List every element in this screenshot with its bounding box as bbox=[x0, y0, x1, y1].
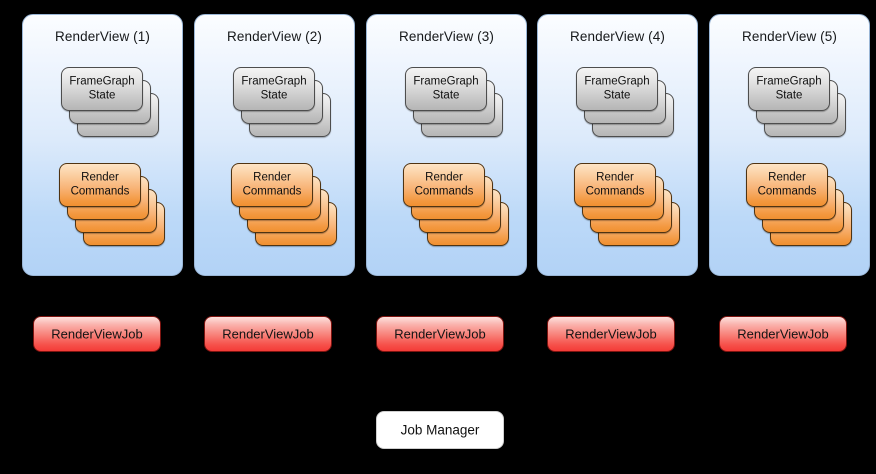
render-commands-card[interactable]: Render Commands bbox=[574, 163, 656, 207]
renderviewjob-button-4[interactable]: RenderViewJob bbox=[547, 316, 675, 352]
framegraph-state-stack[interactable]: FrameGraph State bbox=[61, 67, 171, 147]
render-commands-card[interactable]: Render Commands bbox=[746, 163, 828, 207]
renderview-panel-title: RenderView (1) bbox=[55, 29, 150, 44]
renderviewjob-label: RenderViewJob bbox=[737, 326, 829, 342]
render-commands-card[interactable]: Render Commands bbox=[403, 163, 485, 207]
renderview-panel-4[interactable]: RenderView (4) FrameGraph State Render C… bbox=[537, 14, 698, 276]
framegraph-state-label: FrameGraph State bbox=[756, 75, 822, 102]
renderviewjob-label: RenderViewJob bbox=[51, 326, 143, 342]
renderview-panel-title: RenderView (3) bbox=[399, 29, 494, 44]
renderview-panel-2[interactable]: RenderView (2) FrameGraph State Render C… bbox=[194, 14, 355, 276]
renderview-panel-3[interactable]: RenderView (3) FrameGraph State Render C… bbox=[366, 14, 527, 276]
renderview-panel-1[interactable]: RenderView (1) FrameGraph State Render C… bbox=[22, 14, 183, 276]
render-commands-stack[interactable]: Render Commands bbox=[574, 163, 694, 263]
renderviewjob-label: RenderViewJob bbox=[222, 326, 314, 342]
framegraph-state-card[interactable]: FrameGraph State bbox=[748, 67, 830, 111]
renderview-panel-title: RenderView (4) bbox=[570, 29, 665, 44]
framegraph-state-card[interactable]: FrameGraph State bbox=[233, 67, 315, 111]
framegraph-state-stack[interactable]: FrameGraph State bbox=[576, 67, 686, 147]
render-commands-label: Render Commands bbox=[242, 171, 302, 198]
framegraph-state-card[interactable]: FrameGraph State bbox=[405, 67, 487, 111]
renderviewjob-label: RenderViewJob bbox=[565, 326, 657, 342]
renderviewjob-button-1[interactable]: RenderViewJob bbox=[33, 316, 161, 352]
renderviewjob-button-5[interactable]: RenderViewJob bbox=[719, 316, 847, 352]
render-commands-label: Render Commands bbox=[70, 171, 130, 198]
render-commands-stack[interactable]: Render Commands bbox=[403, 163, 523, 263]
render-commands-stack[interactable]: Render Commands bbox=[746, 163, 866, 263]
framegraph-state-stack[interactable]: FrameGraph State bbox=[233, 67, 343, 147]
framegraph-state-label: FrameGraph State bbox=[69, 75, 135, 102]
job-manager-box[interactable]: Job Manager bbox=[376, 411, 504, 449]
renderviewjob-button-2[interactable]: RenderViewJob bbox=[204, 316, 332, 352]
render-commands-label: Render Commands bbox=[757, 171, 817, 198]
framegraph-state-label: FrameGraph State bbox=[584, 75, 650, 102]
framegraph-state-stack[interactable]: FrameGraph State bbox=[405, 67, 515, 147]
render-commands-stack[interactable]: Render Commands bbox=[59, 163, 179, 263]
framegraph-state-card[interactable]: FrameGraph State bbox=[61, 67, 143, 111]
renderview-panel-title: RenderView (5) bbox=[742, 29, 837, 44]
renderviewjob-label: RenderViewJob bbox=[394, 326, 486, 342]
render-commands-card[interactable]: Render Commands bbox=[231, 163, 313, 207]
framegraph-state-stack[interactable]: FrameGraph State bbox=[748, 67, 858, 147]
framegraph-state-card[interactable]: FrameGraph State bbox=[576, 67, 658, 111]
framegraph-state-label: FrameGraph State bbox=[413, 75, 479, 102]
render-commands-label: Render Commands bbox=[414, 171, 474, 198]
renderviewjob-button-3[interactable]: RenderViewJob bbox=[376, 316, 504, 352]
render-commands-stack[interactable]: Render Commands bbox=[231, 163, 351, 263]
renderview-panel-5[interactable]: RenderView (5) FrameGraph State Render C… bbox=[709, 14, 870, 276]
job-manager-label: Job Manager bbox=[400, 422, 480, 438]
render-commands-label: Render Commands bbox=[585, 171, 645, 198]
render-commands-card[interactable]: Render Commands bbox=[59, 163, 141, 207]
framegraph-state-label: FrameGraph State bbox=[241, 75, 307, 102]
renderview-panel-title: RenderView (2) bbox=[227, 29, 322, 44]
